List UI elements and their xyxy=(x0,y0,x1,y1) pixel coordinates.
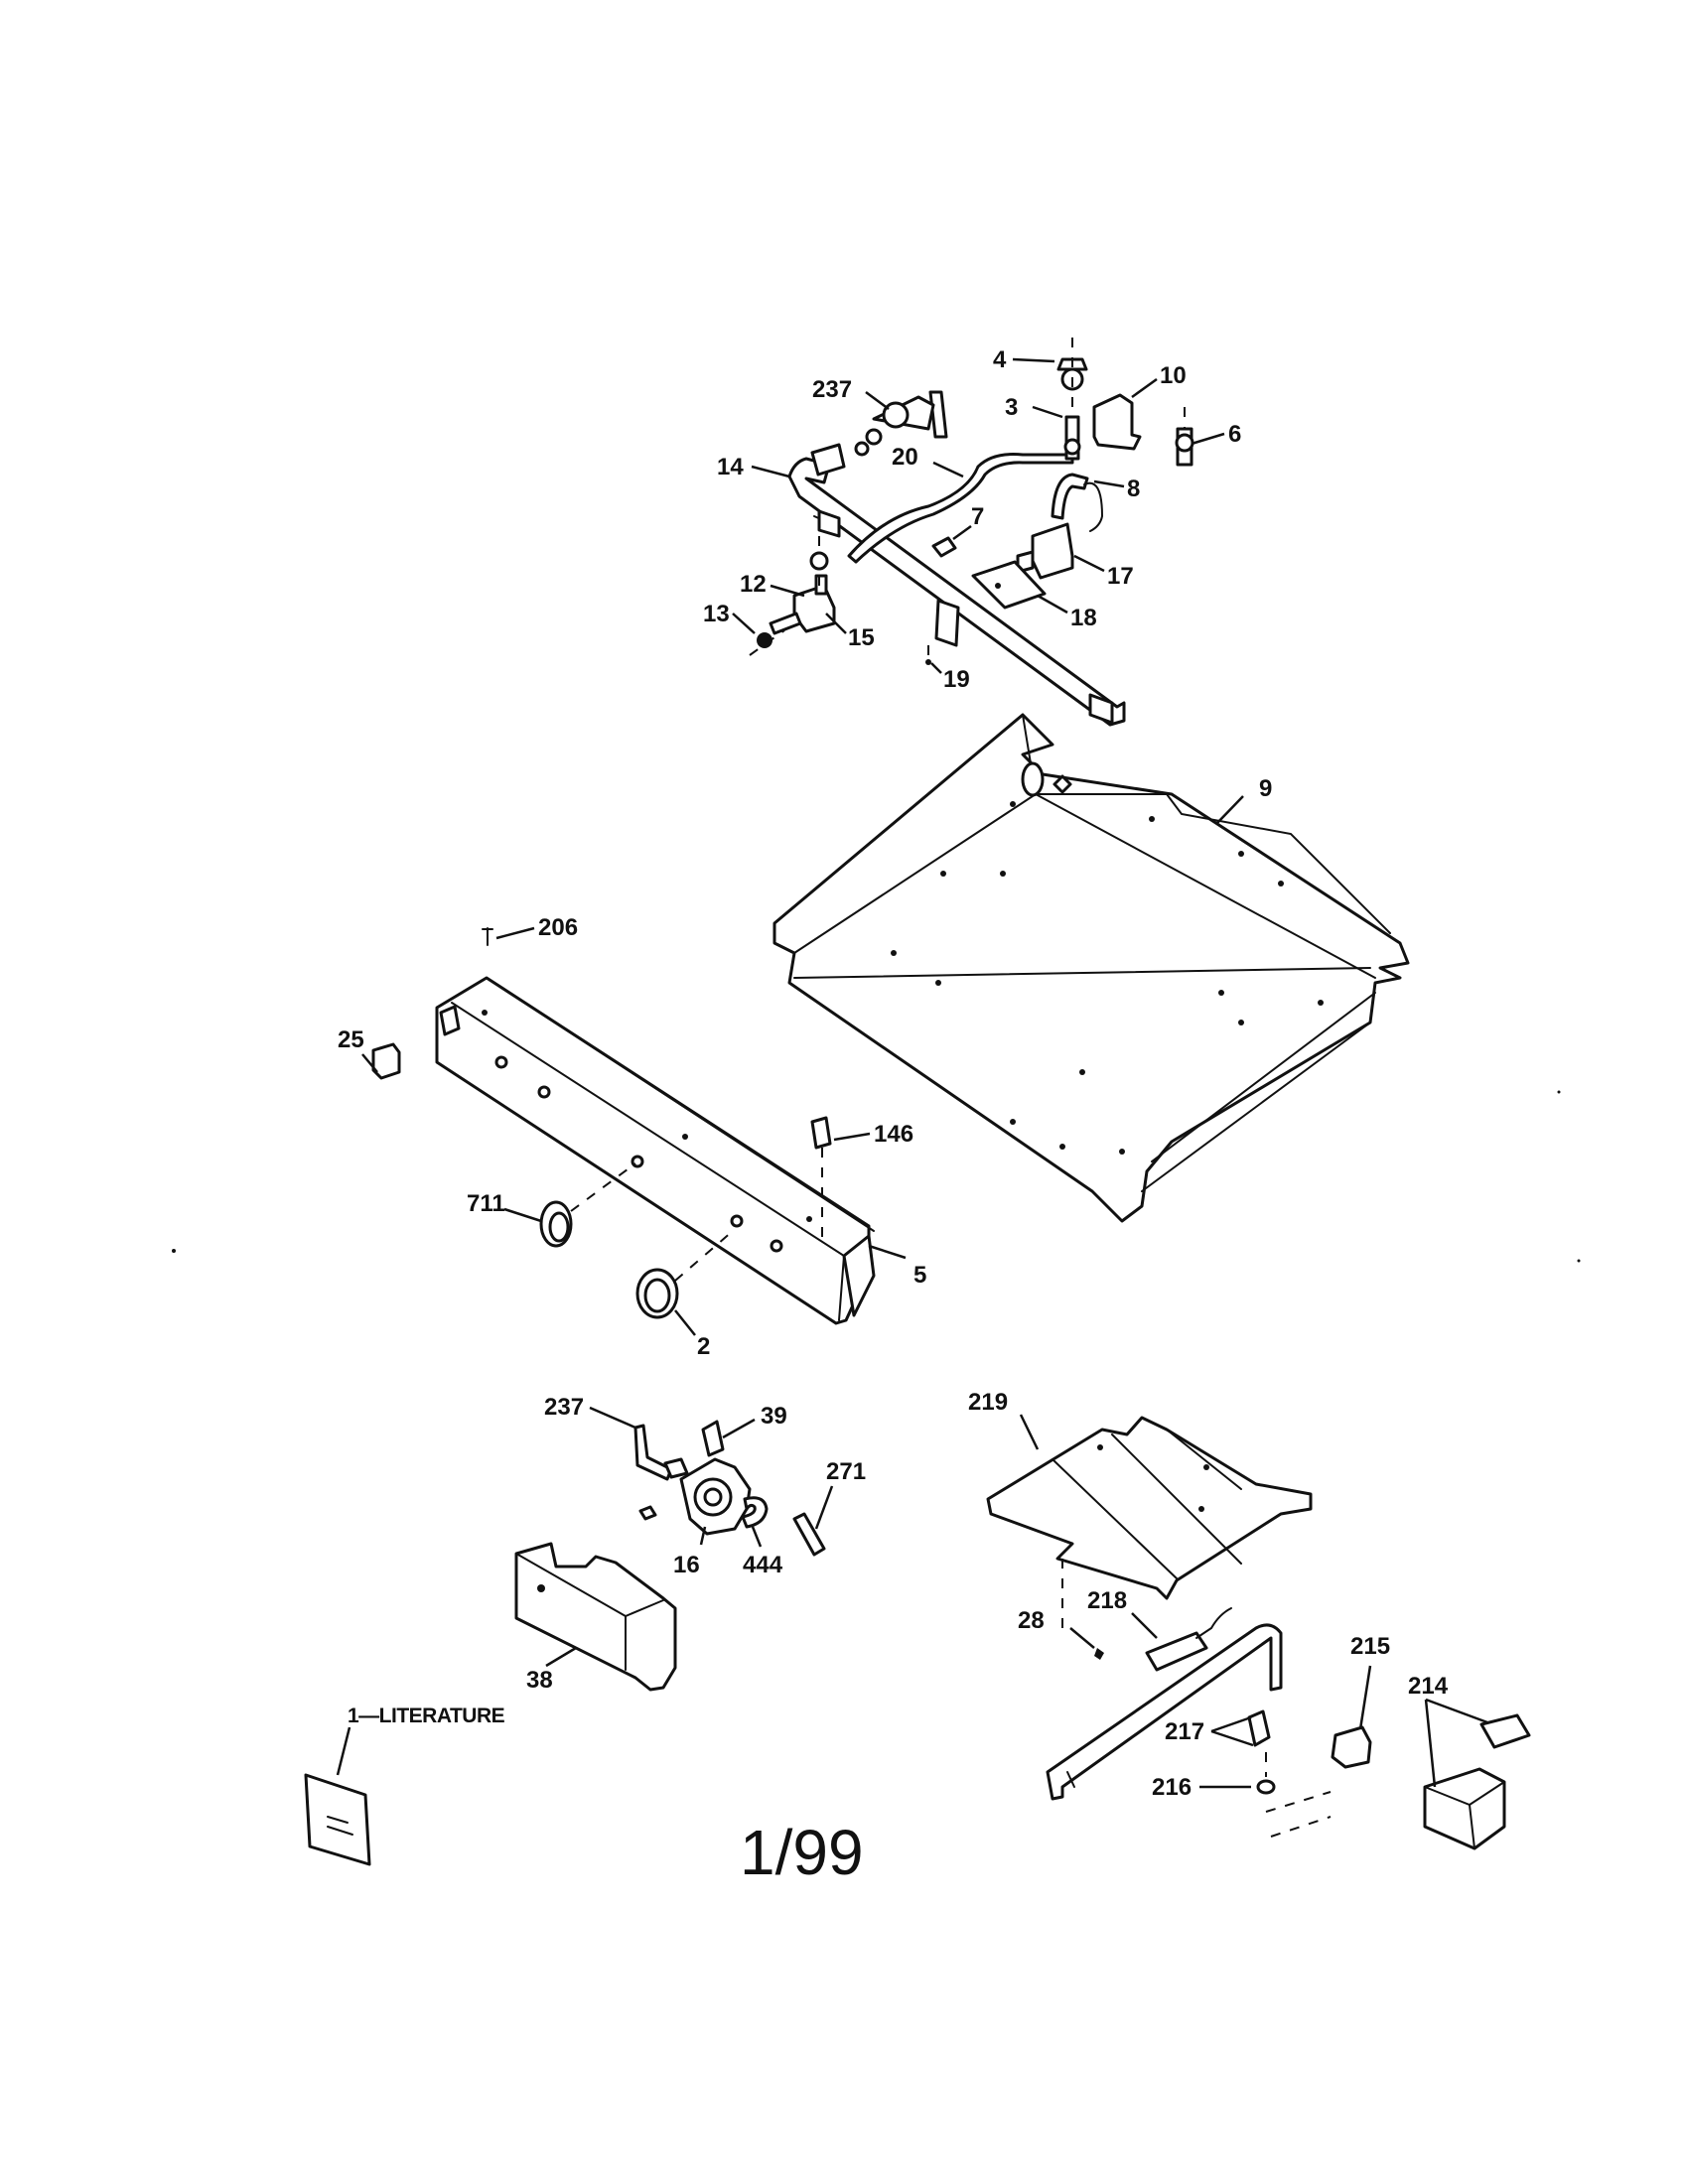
part-14-manifold xyxy=(787,443,1126,727)
part-20-tube xyxy=(847,453,1074,564)
part-2-knob xyxy=(635,1230,734,1319)
part-38-shield xyxy=(514,1542,677,1692)
part-146-electrode xyxy=(810,1116,832,1241)
literature-envelope xyxy=(304,1773,371,1866)
callout-16: 16 xyxy=(673,1552,700,1578)
part-9-burner-box xyxy=(772,713,1410,1223)
callout-labels: 4 10 237 3 6 14 20 8 7 17 12 18 13 15 19… xyxy=(338,346,1449,1801)
callout-215: 215 xyxy=(1350,1633,1390,1660)
part-16-regulator xyxy=(679,1457,752,1536)
part-8-tube xyxy=(1051,473,1089,520)
callout-3: 3 xyxy=(1005,394,1018,421)
part-217-clamp xyxy=(1247,1709,1271,1747)
part-17-valve xyxy=(1031,522,1074,580)
part-burner-tube xyxy=(1046,1623,1283,1801)
callout-12: 12 xyxy=(740,571,767,598)
callout-4: 4 xyxy=(993,346,1007,373)
part-214-valve xyxy=(1423,1713,1531,1850)
callout-219: 219 xyxy=(968,1389,1008,1416)
callout-218: 218 xyxy=(1087,1587,1127,1614)
callout-8: 8 xyxy=(1127,476,1140,502)
part-screw-16 xyxy=(638,1505,657,1521)
part-28-screw xyxy=(1094,1648,1104,1660)
callout-17: 17 xyxy=(1107,563,1134,590)
callout-10: 10 xyxy=(1160,362,1187,389)
part-218-igniter xyxy=(1145,1607,1232,1672)
callout-15: 15 xyxy=(848,624,875,651)
callout-19: 19 xyxy=(943,666,970,693)
part-219-plate xyxy=(986,1416,1313,1600)
literature-label: 1—LITERATURE xyxy=(348,1705,505,1727)
part-10-bracket xyxy=(1092,393,1142,451)
part-711-knob xyxy=(539,1162,636,1248)
callout-2: 2 xyxy=(697,1333,710,1360)
callout-444: 444 xyxy=(743,1552,783,1578)
callout-217: 217 xyxy=(1165,1718,1204,1745)
page-mark: 1/99 xyxy=(740,1817,864,1888)
part-6-fitting xyxy=(1175,407,1194,467)
centerline-bottom xyxy=(1270,1816,1332,1838)
part-3-orifice xyxy=(1063,415,1081,461)
callout-7: 7 xyxy=(971,503,984,530)
callout-6: 6 xyxy=(1228,421,1241,448)
part-237-pipe-bottom xyxy=(633,1424,673,1481)
callout-25: 25 xyxy=(338,1026,364,1053)
callout-711: 711 xyxy=(467,1190,505,1217)
manifold-assembly xyxy=(749,338,1194,727)
callout-214: 214 xyxy=(1408,1673,1449,1700)
part-216-nut xyxy=(1256,1752,1332,1813)
part-237-pipe-top xyxy=(854,390,948,457)
callout-271: 271 xyxy=(826,1458,866,1485)
callout-28: 28 xyxy=(1018,1607,1045,1634)
part-215-bracket xyxy=(1331,1725,1372,1769)
callout-237-top: 237 xyxy=(812,376,852,403)
leader-lines xyxy=(336,357,1488,1789)
callout-5: 5 xyxy=(913,1262,926,1289)
callout-13: 13 xyxy=(703,601,730,627)
part-7-clip xyxy=(931,536,957,558)
callout-39: 39 xyxy=(761,1403,787,1430)
scan-specks xyxy=(172,1090,1581,1263)
callout-18: 18 xyxy=(1070,605,1097,631)
callout-146: 146 xyxy=(874,1121,913,1148)
part-13-knob-nut xyxy=(749,629,785,656)
callout-9: 9 xyxy=(1259,775,1272,802)
part-39-fitting xyxy=(701,1420,725,1457)
part-271-orifice xyxy=(792,1512,826,1557)
callout-237-bottom: 237 xyxy=(544,1394,584,1421)
part-12-stem xyxy=(769,612,802,635)
callout-20: 20 xyxy=(892,444,918,471)
part-18-plate xyxy=(971,560,1047,610)
callout-14: 14 xyxy=(717,454,744,480)
part-5-panel xyxy=(435,976,876,1325)
part-444-tube xyxy=(741,1496,769,1529)
callout-38: 38 xyxy=(526,1667,553,1694)
part-206-screw xyxy=(482,927,493,946)
callout-216: 216 xyxy=(1152,1774,1192,1801)
part-25-clip xyxy=(371,1042,401,1080)
callout-206: 206 xyxy=(538,914,578,941)
